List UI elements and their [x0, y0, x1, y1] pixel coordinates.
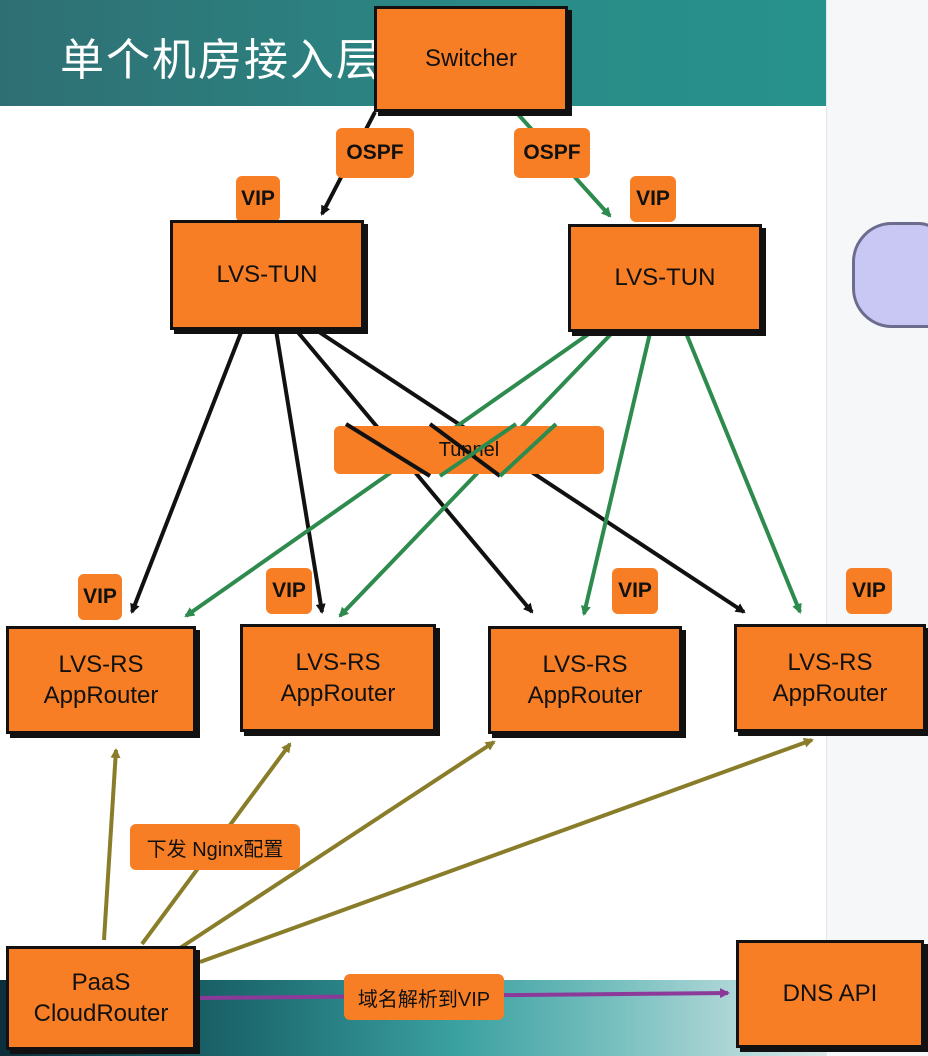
- ospf-label-right: OSPF: [514, 128, 590, 178]
- edge-olive-paas-to-rs4: [199, 738, 814, 964]
- lvs-tun-left-node: LVS-TUN: [170, 220, 364, 330]
- vip-label-rs2: VIP: [266, 568, 312, 614]
- vip-label-rs4: VIP: [846, 568, 892, 614]
- cloud-shape: [852, 222, 928, 328]
- edge-green-tun-to-rs3: [580, 332, 652, 616]
- nginx-config-label: 下发 Nginx配置: [130, 824, 300, 870]
- edge-olive-paas-to-rs3: [178, 740, 496, 950]
- dns-resolve-label: 域名解析到VIP: [344, 974, 504, 1020]
- edge-green-tun-to-rs4: [684, 332, 802, 614]
- switcher-node: Switcher: [374, 6, 568, 112]
- edge-black-tun-to-rs2: [274, 329, 326, 614]
- dns-api-node: DNS API: [736, 940, 924, 1048]
- lvs-tun-right-node: LVS-TUN: [568, 224, 762, 332]
- vip-label-rs3: VIP: [612, 568, 658, 614]
- edge-green-tun-to-rs1: [184, 331, 592, 618]
- edge-black-tun-to-rs1: [130, 329, 244, 614]
- vip-label-rs1: VIP: [78, 574, 122, 620]
- ospf-label-left: OSPF: [336, 128, 414, 178]
- vip-label-tun-right: VIP: [630, 176, 676, 222]
- edge-green-tun-to-rs2: [338, 331, 614, 618]
- edge-olive-paas-to-rs1: [102, 748, 121, 941]
- side-panel: [826, 0, 928, 1056]
- page-title: 单个机房接入层: [60, 35, 382, 86]
- vip-label-tun-left: VIP: [236, 176, 280, 222]
